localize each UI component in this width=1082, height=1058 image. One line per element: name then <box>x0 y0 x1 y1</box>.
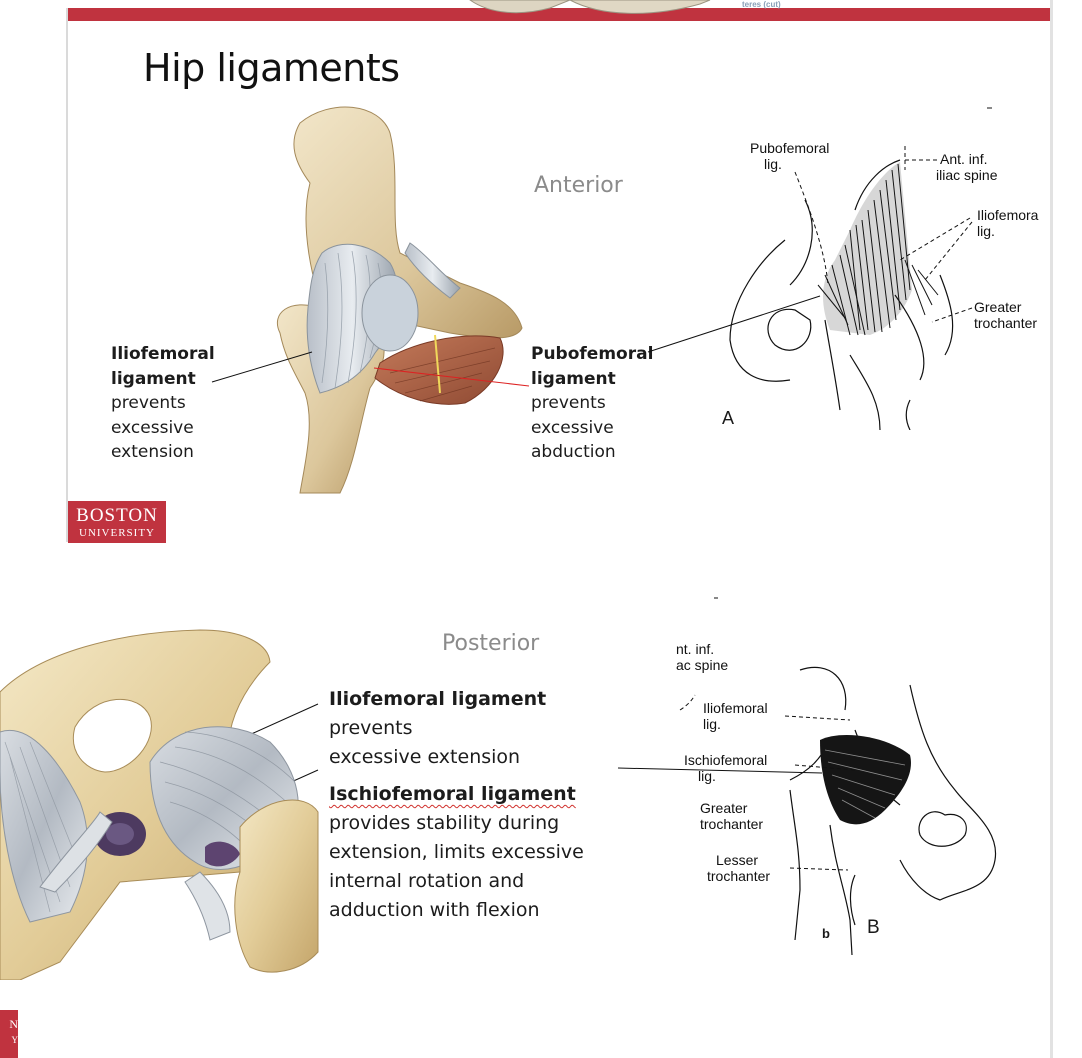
sketch-label-greater-1: Greater <box>974 299 1022 315</box>
iliofemoral-pointer-line <box>211 351 313 383</box>
posterior-iliofemoral-desc-1: prevents <box>329 717 413 739</box>
posterior-description: Iliofemoral ligament prevents excessive … <box>329 685 629 925</box>
posterior-sketch-drawing <box>679 597 997 956</box>
sketch-label-ischiofemoral-2: lig. <box>698 768 716 784</box>
posterior-sketch-lesser-trochanter-label: Lesser trochanter <box>707 852 770 884</box>
anterior-pubofemoral-name-1: Pubofemoral <box>531 344 654 364</box>
anterior-iliofemoral-name-1: Iliofemoral <box>111 344 215 364</box>
page-title: Hip ligaments <box>143 46 400 90</box>
anterior-sketch-greater-trochanter-label: Greater trochanter <box>974 299 1037 331</box>
sketch-label-lesser-1: Lesser <box>716 852 759 868</box>
posterior-sketch-greater-trochanter-label: Greater trochanter <box>700 800 763 832</box>
boston-university-logo: BOSTON UNIVERSITY <box>68 501 166 543</box>
posterior-sketch-ant-inf-label: nt. inf. ac spine <box>676 641 728 673</box>
anterior-sketch-letter: A <box>722 408 735 428</box>
sketch-label-post-iliofemoral-2: lig. <box>703 716 721 732</box>
posterior-ischiofemoral-desc-4: adduction with flexion <box>329 899 540 921</box>
sketch-label-ant-inf-2: iliac spine <box>936 167 998 183</box>
top-cut-label: teres (cut) <box>742 0 781 9</box>
slide-header-bar <box>68 8 1050 21</box>
anterior-pubofemoral-desc-1: prevents <box>531 393 606 413</box>
posterior-sketch-letter: B <box>867 917 880 938</box>
sketch-label-post-iliofemoral-1: Iliofemoral <box>703 700 768 716</box>
posterior-ischiofemoral-desc-2: extension, limits excessive <box>329 841 584 863</box>
boston-university-logo-partial: N Y <box>0 1010 18 1058</box>
posterior-ischiofemoral-desc-1: provides stability during <box>329 812 560 834</box>
anterior-pubofemoral-desc-2: excessive <box>531 417 614 438</box>
slide-left-border <box>66 8 68 542</box>
logo-line-2: UNIVERSITY <box>79 527 155 539</box>
posterior-sketch-small-b: b <box>822 926 830 941</box>
posterior-ischiofemoral-desc-3: internal rotation and <box>329 870 525 892</box>
sketch-label-iliofemoral-1: Iliofemora <box>977 207 1039 223</box>
anterior-sketch-pubofemoral-label: Pubofemoral lig. <box>750 140 829 172</box>
anterior-pubofemoral-name-2: ligament <box>531 368 616 389</box>
posterior-hip-illustration <box>0 629 319 980</box>
posterior-ischiofemoral-name: Ischiofemoral ligament <box>329 783 576 805</box>
sketch-label-ant-inf-1: Ant. inf. <box>940 151 988 167</box>
anterior-iliofemoral-desc-1: prevents <box>111 393 186 413</box>
sketch-label-pubofemoral-2: lig. <box>764 156 782 172</box>
anterior-iliofemoral-desc-3: extension <box>111 442 194 462</box>
posterior-iliofemoral-line-1: Iliofemoral ligament prevents <box>329 685 629 743</box>
sketch-label-ischiofemoral-1: Ischiofemoral <box>684 752 768 768</box>
logo-partial-line-1: N <box>9 1017 18 1031</box>
anterior-iliofemoral-name-2: ligament <box>111 368 196 389</box>
posterior-sketch-ischiofemoral-label: Ischiofemoral lig. <box>684 752 767 784</box>
posterior-iliofemoral-desc-2: excessive extension <box>329 746 521 768</box>
sketch-label-post-greater-2: trochanter <box>700 816 764 832</box>
logo-line-1: BOSTON <box>76 505 158 526</box>
posterior-view-label: Posterior <box>442 631 540 656</box>
previous-slide-illustration-fragment <box>469 0 711 14</box>
pubofemoral-sketch-pointer-line <box>647 295 821 353</box>
anterior-sketch-drawing <box>729 107 992 430</box>
anterior-pubofemoral-description: Pubofemoral ligament prevents excessive … <box>531 342 671 465</box>
anterior-hip-illustration <box>277 106 523 494</box>
sketch-label-post-ant-inf-2: ac spine <box>676 657 729 673</box>
sketch-label-iliofemoral-2: lig. <box>977 223 995 239</box>
sketch-label-lesser-2: trochanter <box>707 868 771 884</box>
anterior-iliofemoral-desc-2: excessive <box>111 417 194 438</box>
paragraph-spacer <box>329 772 629 780</box>
posterior-iliofemoral-name: Iliofemoral ligament <box>329 688 547 710</box>
anterior-iliofemoral-description: Iliofemoral ligament prevents excessive … <box>111 342 251 465</box>
ischiofemoral-sketch-pointer-line <box>617 767 823 774</box>
sketch-label-post-greater-1: Greater <box>700 800 748 816</box>
posterior-sketch-iliofemoral-label: Iliofemoral lig. <box>703 700 768 732</box>
logo-partial-line-2: Y <box>11 1035 19 1045</box>
anterior-pubofemoral-desc-3: abduction <box>531 442 616 462</box>
sketch-label-post-ant-inf-1: nt. inf. <box>676 641 715 657</box>
anterior-sketch-iliofemoral-label: Iliofemora lig. <box>977 207 1038 239</box>
pubofemoral-red-pointer-line <box>373 367 530 387</box>
anterior-view-label: Anterior <box>534 173 623 198</box>
sketch-label-pubofemoral-1: Pubofemoral <box>750 140 830 156</box>
anterior-sketch-ant-inf-label: Ant. inf. iliac spine <box>936 151 997 183</box>
page-right-border <box>1050 0 1053 1058</box>
sketch-label-greater-2: trochanter <box>974 315 1038 331</box>
